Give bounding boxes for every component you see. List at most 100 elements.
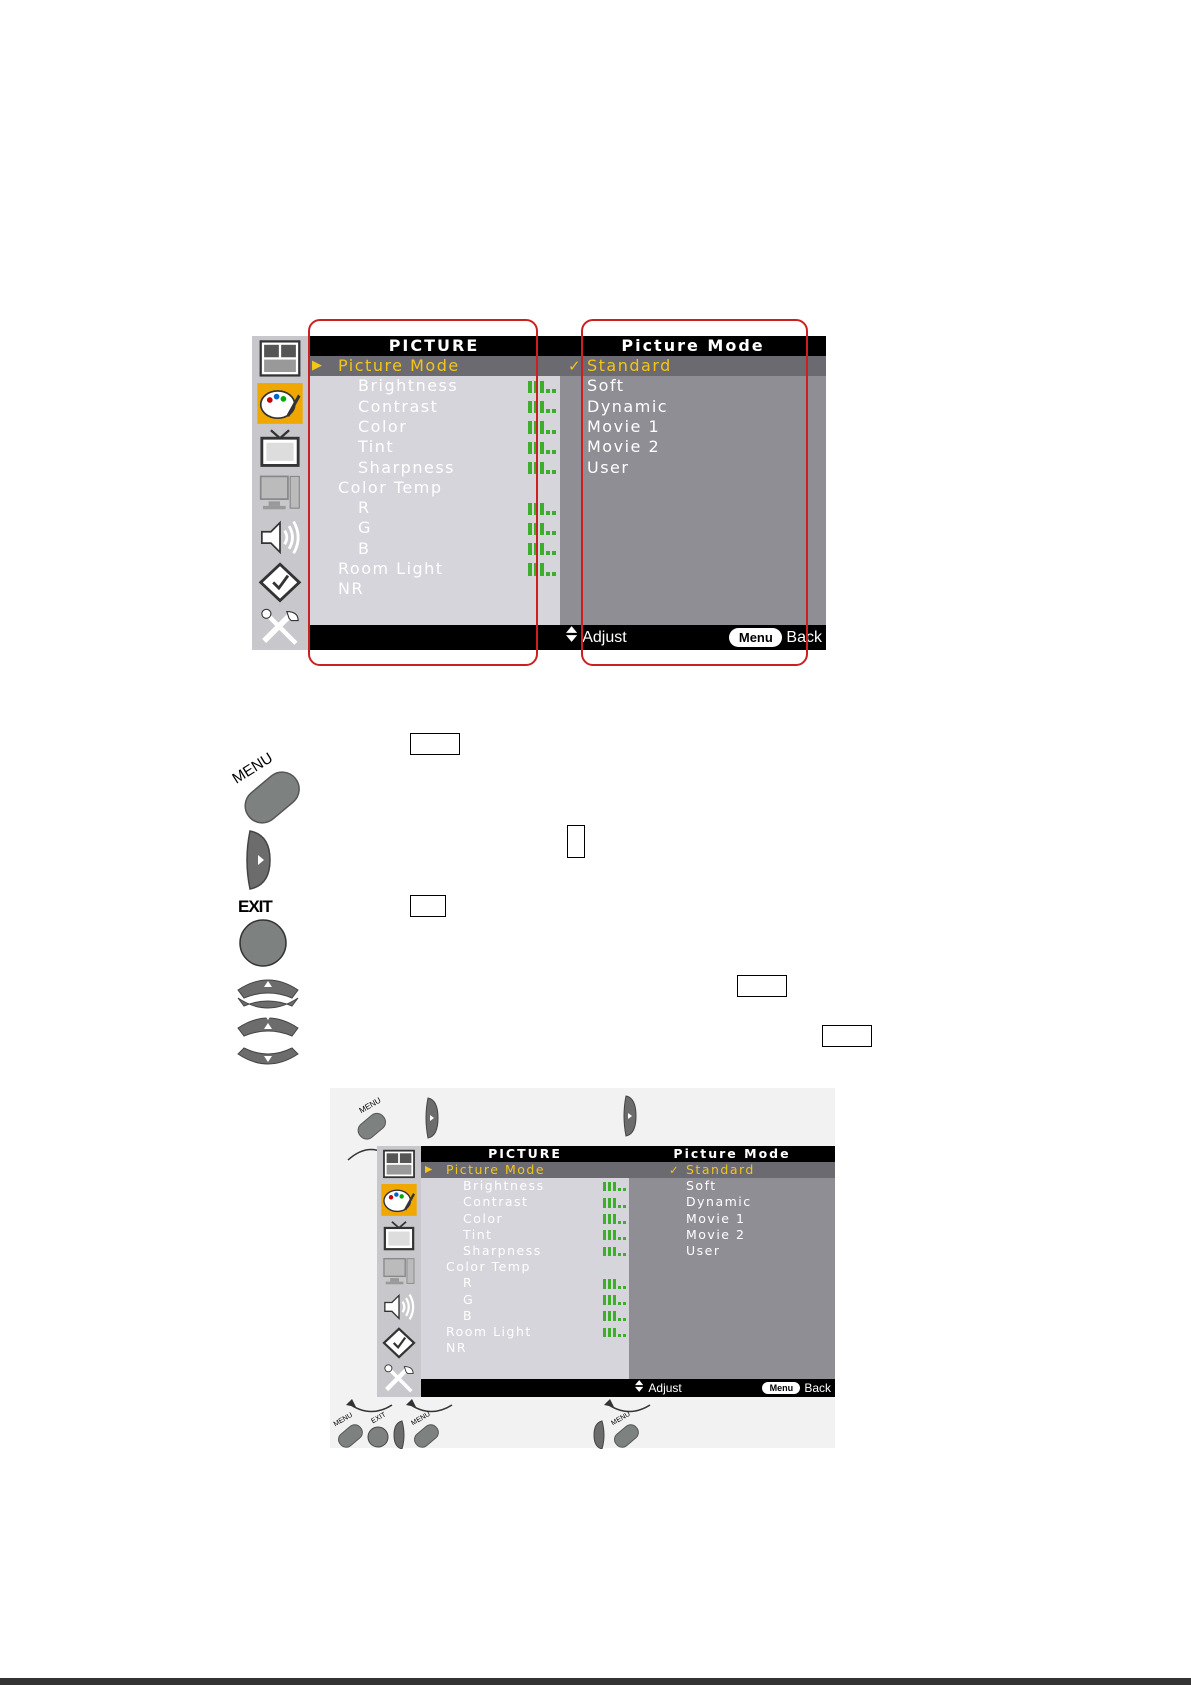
mini-menu-label: MENU [358,1096,383,1116]
level-indicator-icon [603,1181,626,1192]
level-indicator-icon [603,1278,626,1289]
menu-item-color[interactable]: Color [358,416,408,436]
picture-menu-title: PICTURE [308,336,560,356]
speaker-icon[interactable] [252,517,308,558]
menu-item-tint[interactable]: Tint [463,1226,493,1242]
menu-item-contrast[interactable]: Contrast [358,396,439,416]
menu-item-nr[interactable]: NR [446,1340,468,1356]
menu-item-sharpness[interactable]: Sharpness [358,457,455,477]
key-box-right [567,825,585,858]
menu-item-picture-mode[interactable]: Picture Mode [446,1162,546,1177]
menu-item-color-temp[interactable]: Color Temp [446,1259,531,1275]
picture-mode-title: Picture Mode [629,1146,835,1162]
tools-icon[interactable] [377,1363,421,1395]
setup-icon[interactable] [377,1327,421,1359]
category-icon-bar [377,1146,421,1397]
highlight-box-right [581,319,808,666]
menu-item-color-temp[interactable]: Color Temp [338,477,443,497]
layout-icon[interactable] [252,338,308,379]
menu-item-b[interactable]: B [463,1307,474,1323]
menu-item-brightness[interactable]: Brightness [463,1178,545,1194]
palette-icon[interactable] [377,1183,421,1216]
back-label: Back [786,628,822,646]
menu-key-pill[interactable]: Menu [762,1382,801,1394]
option-soft[interactable]: Soft [587,376,625,396]
layout-icon[interactable] [377,1148,421,1180]
option-movie-1[interactable]: Movie 1 [587,416,661,436]
monitor-icon[interactable] [252,473,308,514]
option-standard[interactable]: Standard [587,356,672,375]
right-arrow-button-icon[interactable] [240,827,280,893]
menu-item-color[interactable]: Color [463,1210,504,1226]
option-soft[interactable]: Soft [686,1178,717,1194]
menu-item-tint[interactable]: Tint [358,437,395,457]
menu-button-icon[interactable]: MENU [222,740,306,830]
up-down-arrows-icon [635,1379,644,1397]
key-box-menu [410,733,460,755]
level-indicator-icon [603,1214,626,1224]
tv-icon[interactable] [377,1220,421,1252]
category-icon-bar [252,336,308,650]
adjust-hint: Adjust [566,625,627,650]
selection-pointer-icon: ▶ [312,358,324,373]
page-bottom-rule [0,1678,1191,1685]
up-down-arrow-buttons-icon[interactable] [234,968,302,1076]
option-movie-2[interactable]: Movie 2 [587,437,661,457]
option-user[interactable]: User [686,1243,721,1258]
option-standard[interactable]: Standard [686,1162,755,1177]
palette-icon[interactable] [252,382,308,424]
menu-item-picture-mode[interactable]: Picture Mode [338,356,460,375]
option-highlight [560,356,826,377]
menu-item-contrast[interactable]: Contrast [463,1194,529,1210]
diagram-top-controls: MENU [347,1095,652,1161]
menu-item-room-light[interactable]: Room Light [446,1324,532,1339]
level-indicator-icon [603,1230,626,1241]
menu-item-r[interactable]: R [358,498,371,518]
picture-menu-title: PICTURE [421,1146,629,1162]
mini-exit-label: EXIT [370,1411,388,1425]
menu-item-g[interactable]: G [463,1291,475,1307]
menu-item-brightness[interactable]: Brightness [358,376,459,396]
option-user[interactable]: User [587,457,630,477]
menu-key-pill[interactable]: Menu [729,628,783,647]
menu-item-nr[interactable]: NR [338,579,365,599]
menu-item-room-light[interactable]: Room Light [338,559,444,578]
level-indicator-icon [603,1246,626,1257]
checkmark-icon: ✓ [669,1163,681,1177]
option-movie-1[interactable]: Movie 1 [686,1210,746,1226]
picture-mode-title: Picture Mode [560,336,826,356]
key-box-updown-2 [822,1025,872,1047]
menu-item-b[interactable]: B [358,538,371,558]
diagram-bottom-controls: MENU EXIT MENU MENU [333,1399,651,1449]
selection-pointer-icon: ▶ [425,1164,434,1175]
tv-icon[interactable] [252,428,308,469]
highlight-box-left [308,319,538,666]
menu-item-g[interactable]: G [358,518,372,538]
option-dynamic[interactable]: Dynamic [587,396,669,416]
menu-item-r[interactable]: R [463,1275,474,1291]
option-highlight [629,1162,835,1179]
setup-icon[interactable] [252,562,308,603]
level-indicator-icon [603,1311,626,1322]
menu-item-sharpness[interactable]: Sharpness [463,1243,542,1258]
monitor-icon[interactable] [377,1256,421,1288]
key-box-exit [410,895,446,917]
speaker-icon[interactable] [377,1291,421,1323]
up-down-arrows-icon [566,625,578,650]
level-indicator-icon [603,1197,626,1208]
selection-highlight [308,356,560,377]
exit-button-icon[interactable]: EXIT [236,896,296,968]
option-dynamic[interactable]: Dynamic [686,1194,752,1210]
tools-icon[interactable] [252,607,308,648]
option-movie-2[interactable]: Movie 2 [686,1226,746,1242]
back-label: Back [804,1381,831,1395]
